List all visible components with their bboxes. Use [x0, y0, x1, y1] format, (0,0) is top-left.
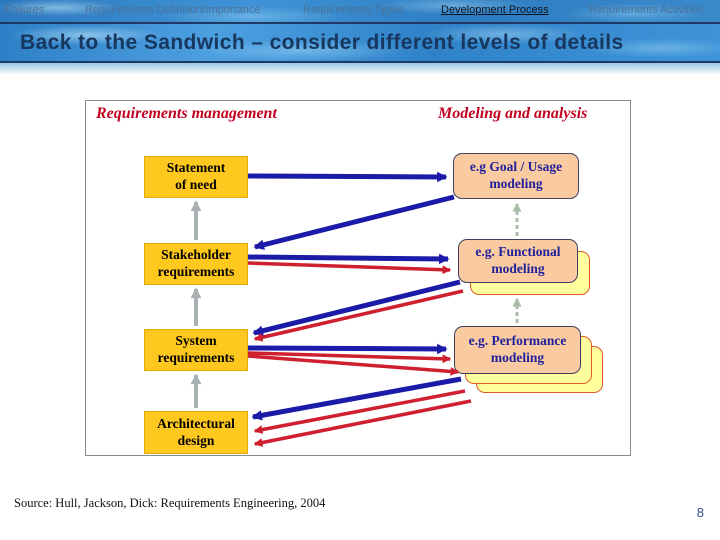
nav-item-failures[interactable]: Failures: [5, 4, 45, 16]
title-divider: [0, 61, 720, 63]
model-box-goal-usage: e.g Goal / Usage modeling: [453, 153, 579, 199]
red-arrows: [247, 261, 472, 447]
title-fade-band: [0, 63, 720, 75]
nav-item-requirements-definition[interactable]: Requirements Definition/Importance: [85, 4, 261, 16]
model-box-performance: e.g. Performance modeling: [454, 326, 581, 374]
blue-arrows: [247, 171, 462, 421]
diagram-panel: Requirements management Modeling and ana…: [85, 100, 631, 456]
nav-divider: [0, 22, 720, 24]
slide-title-bar: Back to the Sandwich – consider differen…: [0, 24, 720, 61]
top-nav: Failures Requirements Definition/Importa…: [0, 0, 720, 22]
box-architectural-design: Architectural design: [144, 411, 248, 454]
diagram-header-requirements-management: Requirements management: [96, 105, 277, 122]
nav-item-requirements-types[interactable]: Requirements Types: [303, 4, 404, 16]
page-number: 8: [696, 505, 704, 520]
nav-item-development-process[interactable]: Development Process: [441, 4, 549, 16]
box-statement-of-need: Statement of need: [144, 156, 248, 198]
box-system-requirements: System requirements: [144, 329, 248, 371]
page-title: Back to the Sandwich – consider differen…: [20, 31, 624, 54]
source-citation: Source: Hull, Jackson, Dick: Requirement…: [14, 496, 326, 510]
box-stakeholder-requirements: Stakeholder requirements: [144, 243, 248, 285]
model-box-functional: e.g. Functional modeling: [458, 239, 578, 283]
nav-item-requirements-activities[interactable]: Requirements Activities: [589, 4, 704, 16]
diagram-header-modeling-analysis: Modeling and analysis: [438, 105, 588, 122]
